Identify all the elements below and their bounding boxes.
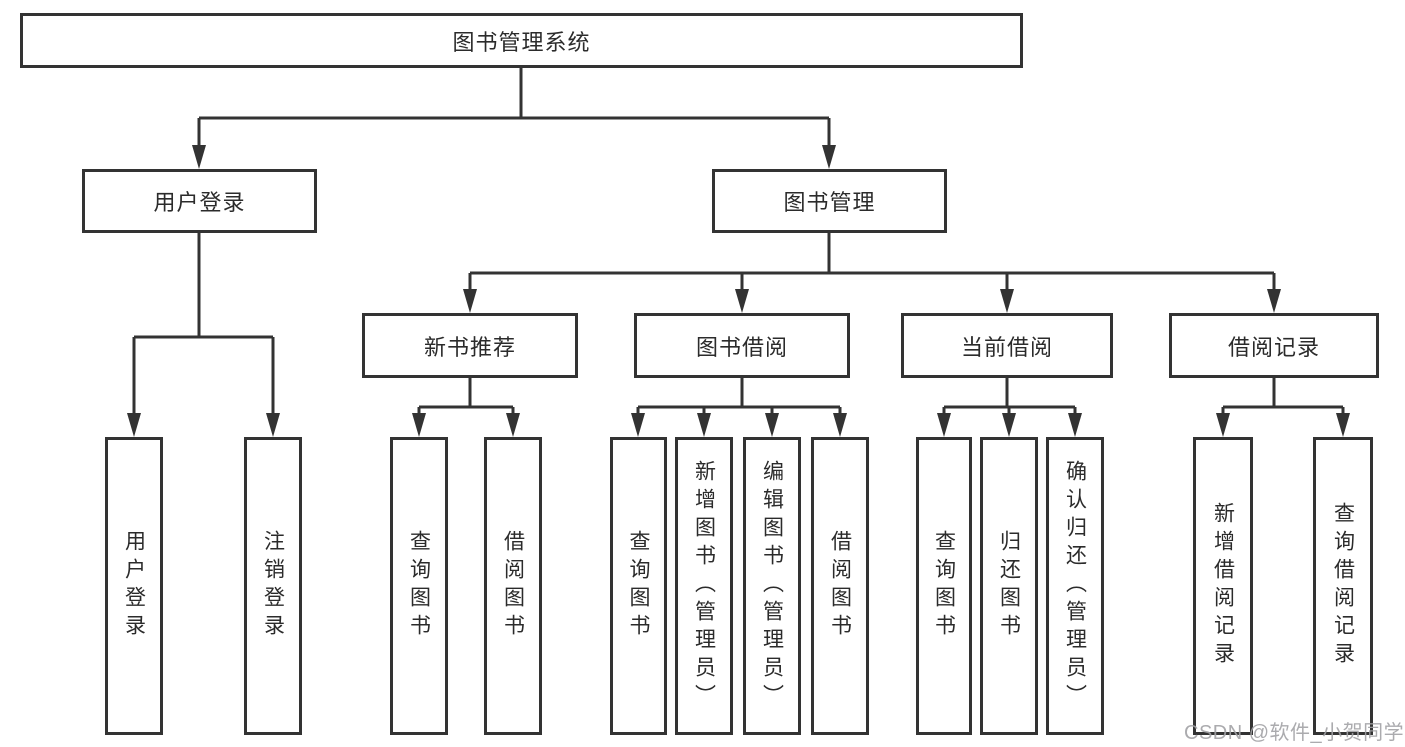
node-label: 用户登录 <box>153 190 246 215</box>
node-label: 注销登录 <box>261 530 285 642</box>
node-label: 当前借阅 <box>960 334 1053 360</box>
leaf-query-books-borrow: 查询图书 <box>610 437 667 735</box>
node-new-book-recommend: 新书推荐 <box>362 313 578 378</box>
leaf-edit-books-admin: 编辑图书（管理员） <box>743 437 801 735</box>
node-label: 借阅记录 <box>1227 334 1320 360</box>
arrowhead-icons <box>127 145 1350 437</box>
node-label: 新书推荐 <box>423 334 516 360</box>
leaf-add-books-admin: 新增图书（管理员） <box>675 437 733 735</box>
leaf-borrow-books: 借阅图书 <box>811 437 869 735</box>
leaf-query-books-recommend: 查询图书 <box>390 437 448 735</box>
leaf-confirm-return-admin: 确认归还（管理员） <box>1046 437 1104 735</box>
node-label: 借阅图书 <box>828 530 852 642</box>
node-label: 编辑图书（管理员） <box>760 460 784 712</box>
node-label: 查询图书 <box>627 530 650 642</box>
node-label: 借阅图书 <box>501 530 525 642</box>
node-label: 归还图书 <box>997 530 1021 642</box>
csdn-watermark: CSDN @软件_小贺同学 <box>1184 722 1405 744</box>
leaf-borrow-books-recommend: 借阅图书 <box>484 437 542 735</box>
node-label: 新增借阅记录 <box>1211 502 1235 670</box>
node-book-management: 图书管理 <box>712 169 947 233</box>
node-user-login: 用户登录 <box>82 169 317 233</box>
node-label: 查询借阅记录 <box>1331 502 1355 670</box>
node-label: 新增图书（管理员） <box>692 460 716 712</box>
node-label: 确认归还（管理员） <box>1063 460 1087 712</box>
node-label: 图书借阅 <box>695 334 788 360</box>
node-label: 图书管理系统 <box>452 29 591 55</box>
node-library-management-system: 图书管理系统 <box>20 13 1023 68</box>
node-borrow-records: 借阅记录 <box>1169 313 1379 378</box>
leaf-add-borrow-record: 新增借阅记录 <box>1193 437 1253 735</box>
node-label: 图书管理 <box>783 190 876 215</box>
node-label: 查询图书 <box>407 530 431 642</box>
leaf-return-books: 归还图书 <box>980 437 1038 735</box>
leaf-user-login: 用户登录 <box>105 437 163 735</box>
node-book-borrow: 图书借阅 <box>634 313 850 378</box>
leaf-logout: 注销登录 <box>244 437 302 735</box>
node-label: 用户登录 <box>122 530 146 642</box>
node-label: 查询图书 <box>932 530 956 642</box>
leaf-query-books-current: 查询图书 <box>916 437 972 735</box>
leaf-query-borrow-record: 查询借阅记录 <box>1313 437 1373 735</box>
node-current-borrow: 当前借阅 <box>901 313 1113 378</box>
